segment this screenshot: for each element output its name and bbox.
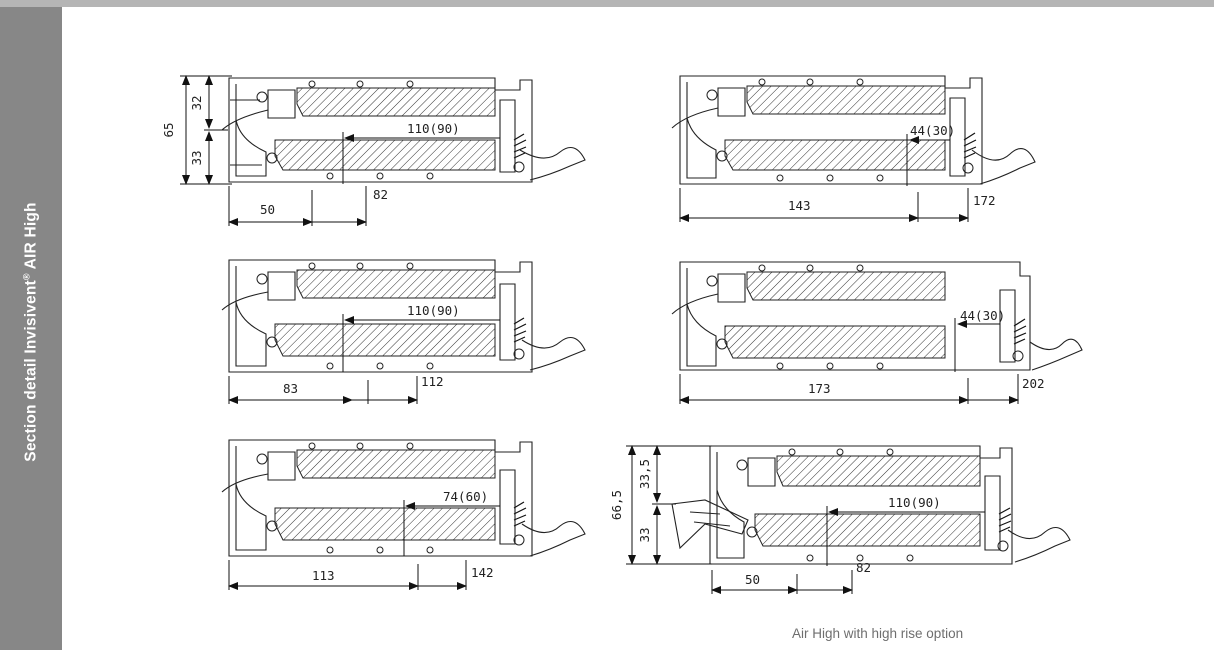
- dim-lower-height: 33: [637, 527, 652, 542]
- dim-end: 172: [973, 193, 996, 208]
- dim-width: 50: [745, 572, 760, 587]
- dimension-lines: [626, 445, 985, 594]
- section-detail-3: 110(90) 83 112: [221, 259, 586, 404]
- vent-fins: [1013, 318, 1027, 345]
- dim-upper-height: 32: [189, 95, 204, 110]
- profile-outline: [221, 439, 586, 557]
- dim-end: 112: [421, 374, 444, 389]
- dim-width: 143: [788, 198, 811, 213]
- dim-width: 83: [283, 381, 298, 396]
- insulation-bottom: [274, 323, 496, 357]
- profile-details: [706, 264, 1024, 370]
- dim-airflow: 74(60): [443, 489, 488, 504]
- dim-width: 113: [312, 568, 335, 583]
- dim-width: 50: [260, 202, 275, 217]
- profile-outline: [671, 261, 1083, 371]
- dim-end: 82: [373, 187, 388, 202]
- dim-airflow: 110(90): [888, 495, 941, 510]
- sidebar-band: Section detail Invisivent® AIR High: [0, 7, 62, 650]
- vent-fins: [963, 132, 977, 159]
- profile-outline: [671, 75, 1036, 185]
- insulation-bottom: [724, 139, 946, 171]
- insulation-top: [296, 269, 496, 299]
- dimension-lines: [228, 500, 500, 590]
- profile-details: [706, 78, 974, 182]
- insulation-top: [296, 87, 496, 117]
- insulation-top: [776, 455, 981, 487]
- section-detail-4: 44(30) 173 202: [671, 261, 1083, 404]
- insulation-bottom: [274, 139, 496, 171]
- dimension-lines: [679, 318, 1019, 404]
- section-detail-1: 65 32 33 110(90) 82 50: [161, 75, 586, 226]
- profile-outline: [671, 445, 1071, 565]
- vent-fins: [513, 501, 527, 527]
- insulation-bottom: [754, 513, 981, 547]
- insulation-bottom: [274, 507, 496, 541]
- dim-airflow: 44(30): [960, 308, 1005, 323]
- dim-end: 142: [471, 565, 494, 580]
- dimension-lines: [679, 134, 969, 222]
- dim-airflow: 44(30): [910, 123, 955, 138]
- dim-airflow: 110(90): [407, 303, 460, 318]
- insulation-top: [746, 271, 946, 301]
- dim-end: 82: [856, 560, 871, 575]
- top-divider-line: [0, 0, 1214, 7]
- dim-total-height: 66,5: [609, 490, 624, 520]
- profile-details: [256, 80, 525, 180]
- vent-fins: [998, 507, 1012, 533]
- profile-details: [256, 262, 525, 370]
- dimension-lines: [180, 75, 500, 226]
- dim-upper-height: 33,5: [637, 459, 652, 489]
- section-detail-6: 66,5 33,5 33 110(90) 82 50: [609, 445, 1071, 594]
- dim-airflow: 110(90): [407, 121, 460, 136]
- figure-caption: Air High with high rise option: [792, 626, 964, 641]
- insulation-top: [296, 449, 496, 479]
- section-detail-2: 44(30) 143 172: [671, 75, 1036, 222]
- insulation-bottom: [724, 325, 946, 359]
- dim-lower-height: 33: [189, 150, 204, 165]
- vent-fins: [513, 133, 527, 159]
- section-detail-5: 74(60) 113 142: [221, 439, 586, 590]
- profile-outline: [221, 259, 586, 373]
- vent-fins: [513, 317, 527, 343]
- insulation-top: [746, 85, 946, 115]
- dim-width: 173: [808, 381, 831, 396]
- dim-end: 202: [1022, 376, 1045, 391]
- dimension-lines: [228, 314, 500, 404]
- dim-total-height: 65: [161, 122, 176, 137]
- profile-outline: [221, 77, 586, 183]
